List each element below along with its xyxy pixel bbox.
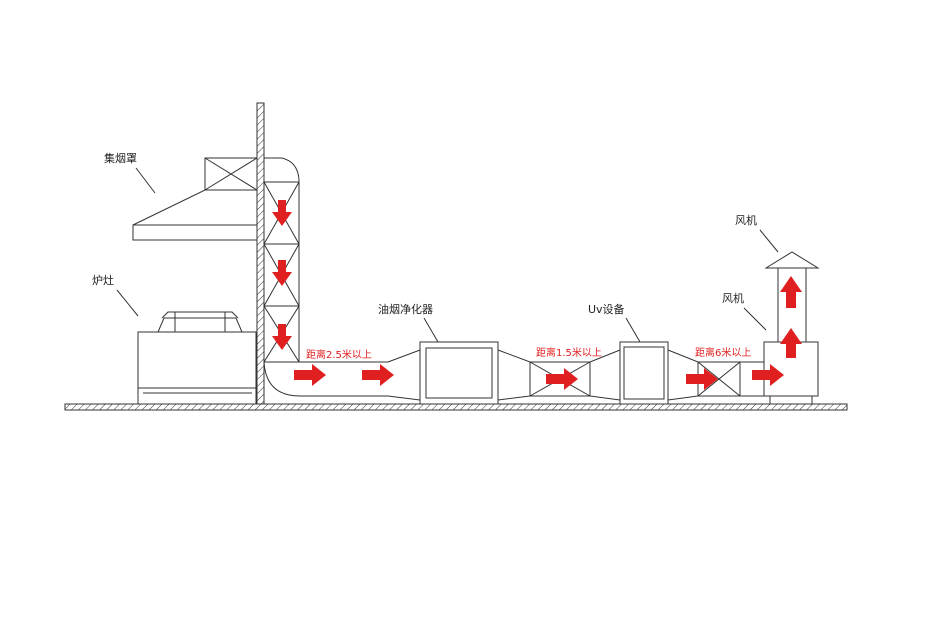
arrow-right-3 — [546, 368, 578, 390]
duct-segment-1 — [299, 349, 421, 401]
airflow-arrows — [272, 200, 802, 390]
arrow-up-2 — [780, 276, 802, 308]
distance-label-2: 距离1.5米以上 — [536, 346, 602, 359]
arrow-down-1 — [272, 200, 292, 226]
uv-device — [619, 341, 669, 405]
leader-lines — [116, 167, 779, 343]
arrow-down-3 — [272, 324, 292, 350]
ground — [64, 403, 848, 411]
arrow-down-2 — [272, 260, 292, 286]
duct-segment-3 — [667, 349, 764, 401]
oil-fume-purifier — [419, 341, 499, 405]
label-uv: Uv设备 — [588, 302, 625, 316]
wall — [256, 102, 265, 405]
distance-label-3: 距离6米以上 — [695, 346, 751, 359]
arrow-right-1 — [294, 364, 326, 386]
label-purifier: 油烟净化器 — [378, 302, 433, 316]
arrow-right-4 — [686, 368, 718, 390]
distance-label-1: 距离2.5米以上 — [306, 348, 372, 361]
label-hood: 集烟罩 — [104, 151, 137, 165]
label-fan-mid: 风机 — [722, 291, 744, 305]
arrow-right-5 — [752, 364, 784, 386]
arrow-right-2 — [362, 364, 394, 386]
label-stove: 炉灶 — [92, 274, 114, 287]
arrow-up-1 — [780, 328, 802, 358]
stove — [137, 311, 257, 405]
smoke-hood — [132, 157, 258, 241]
label-fan-top: 风机 — [735, 213, 757, 227]
